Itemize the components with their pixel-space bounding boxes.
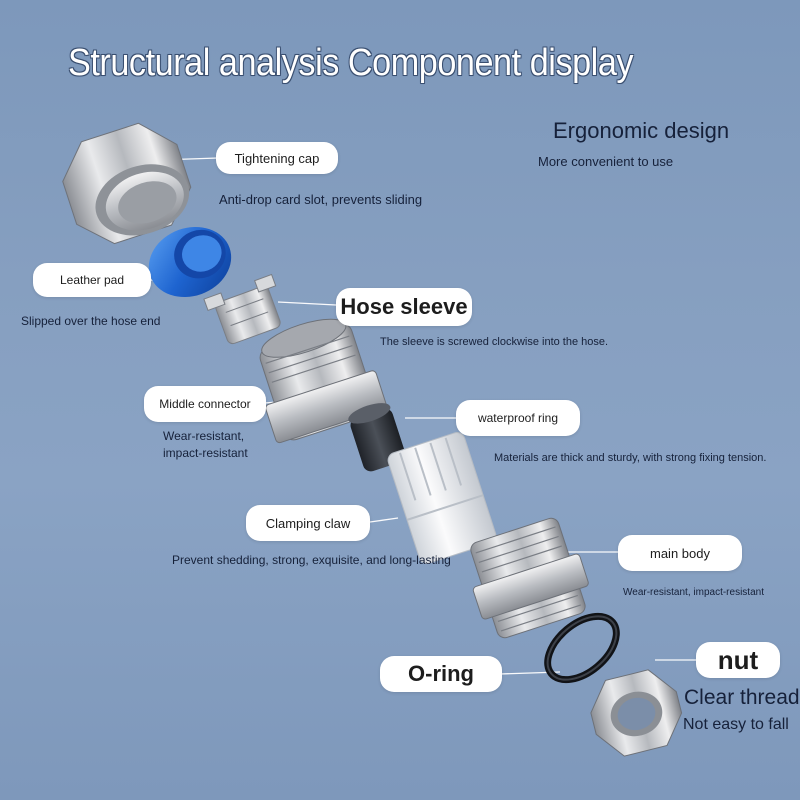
- o-ring-part: [544, 612, 620, 684]
- middle-connector-desc: Wear-resistant, impact-resistant: [163, 428, 248, 462]
- middle-connector-part: [259, 318, 387, 444]
- nut-part: [590, 669, 683, 757]
- nut-desc-2: Not easy to fall: [683, 716, 789, 733]
- leather-pad-desc: Slipped over the hose end: [21, 314, 161, 328]
- clamping-claw-part: [387, 432, 497, 564]
- tightening-cap-label: Tightening cap: [216, 142, 338, 174]
- main-body-part: [470, 517, 589, 639]
- middle-connector-desc-line-2: impact-resistant: [163, 446, 248, 460]
- o-ring-label: O-ring: [380, 656, 502, 692]
- nut-label: nut: [717, 644, 759, 675]
- waterproof-ring-desc: Materials are thick and sturdy, with str…: [494, 452, 767, 464]
- tightening-cap-desc: Anti-drop card slot, prevents sliding: [219, 192, 423, 207]
- hose-sleeve-desc: The sleeve is screwed clockwise into the…: [380, 336, 609, 348]
- clamping-claw-label: Clamping claw: [246, 505, 370, 541]
- middle-connector-label: Middle connector: [144, 386, 266, 422]
- middle-connector-desc-line-1: Wear-resistant,: [163, 429, 245, 443]
- nut-label-pill: nut: [696, 642, 780, 678]
- ergonomic-subtext: More convenient to use: [538, 154, 674, 169]
- leather-pad-label: Leather pad: [33, 263, 151, 297]
- main-body-desc: Wear-resistant, impact-resistant: [623, 587, 764, 598]
- leather-pad-part: [148, 226, 232, 298]
- hose-sleeve-label: Hose sleeve: [336, 288, 472, 326]
- clamping-claw-desc: Prevent shedding, strong, exquisite, and…: [172, 553, 451, 567]
- ergonomic-heading: Ergonomic design: [553, 118, 730, 143]
- hose-sleeve-part: [203, 273, 281, 345]
- waterproof-ring-label: waterproof ring: [456, 400, 580, 436]
- page-title: Structural analysis Component display: [68, 42, 634, 84]
- main-body-label: main body: [618, 535, 742, 571]
- nut-desc-1: Clear thread: [684, 686, 800, 709]
- tightening-cap-part: [62, 122, 192, 245]
